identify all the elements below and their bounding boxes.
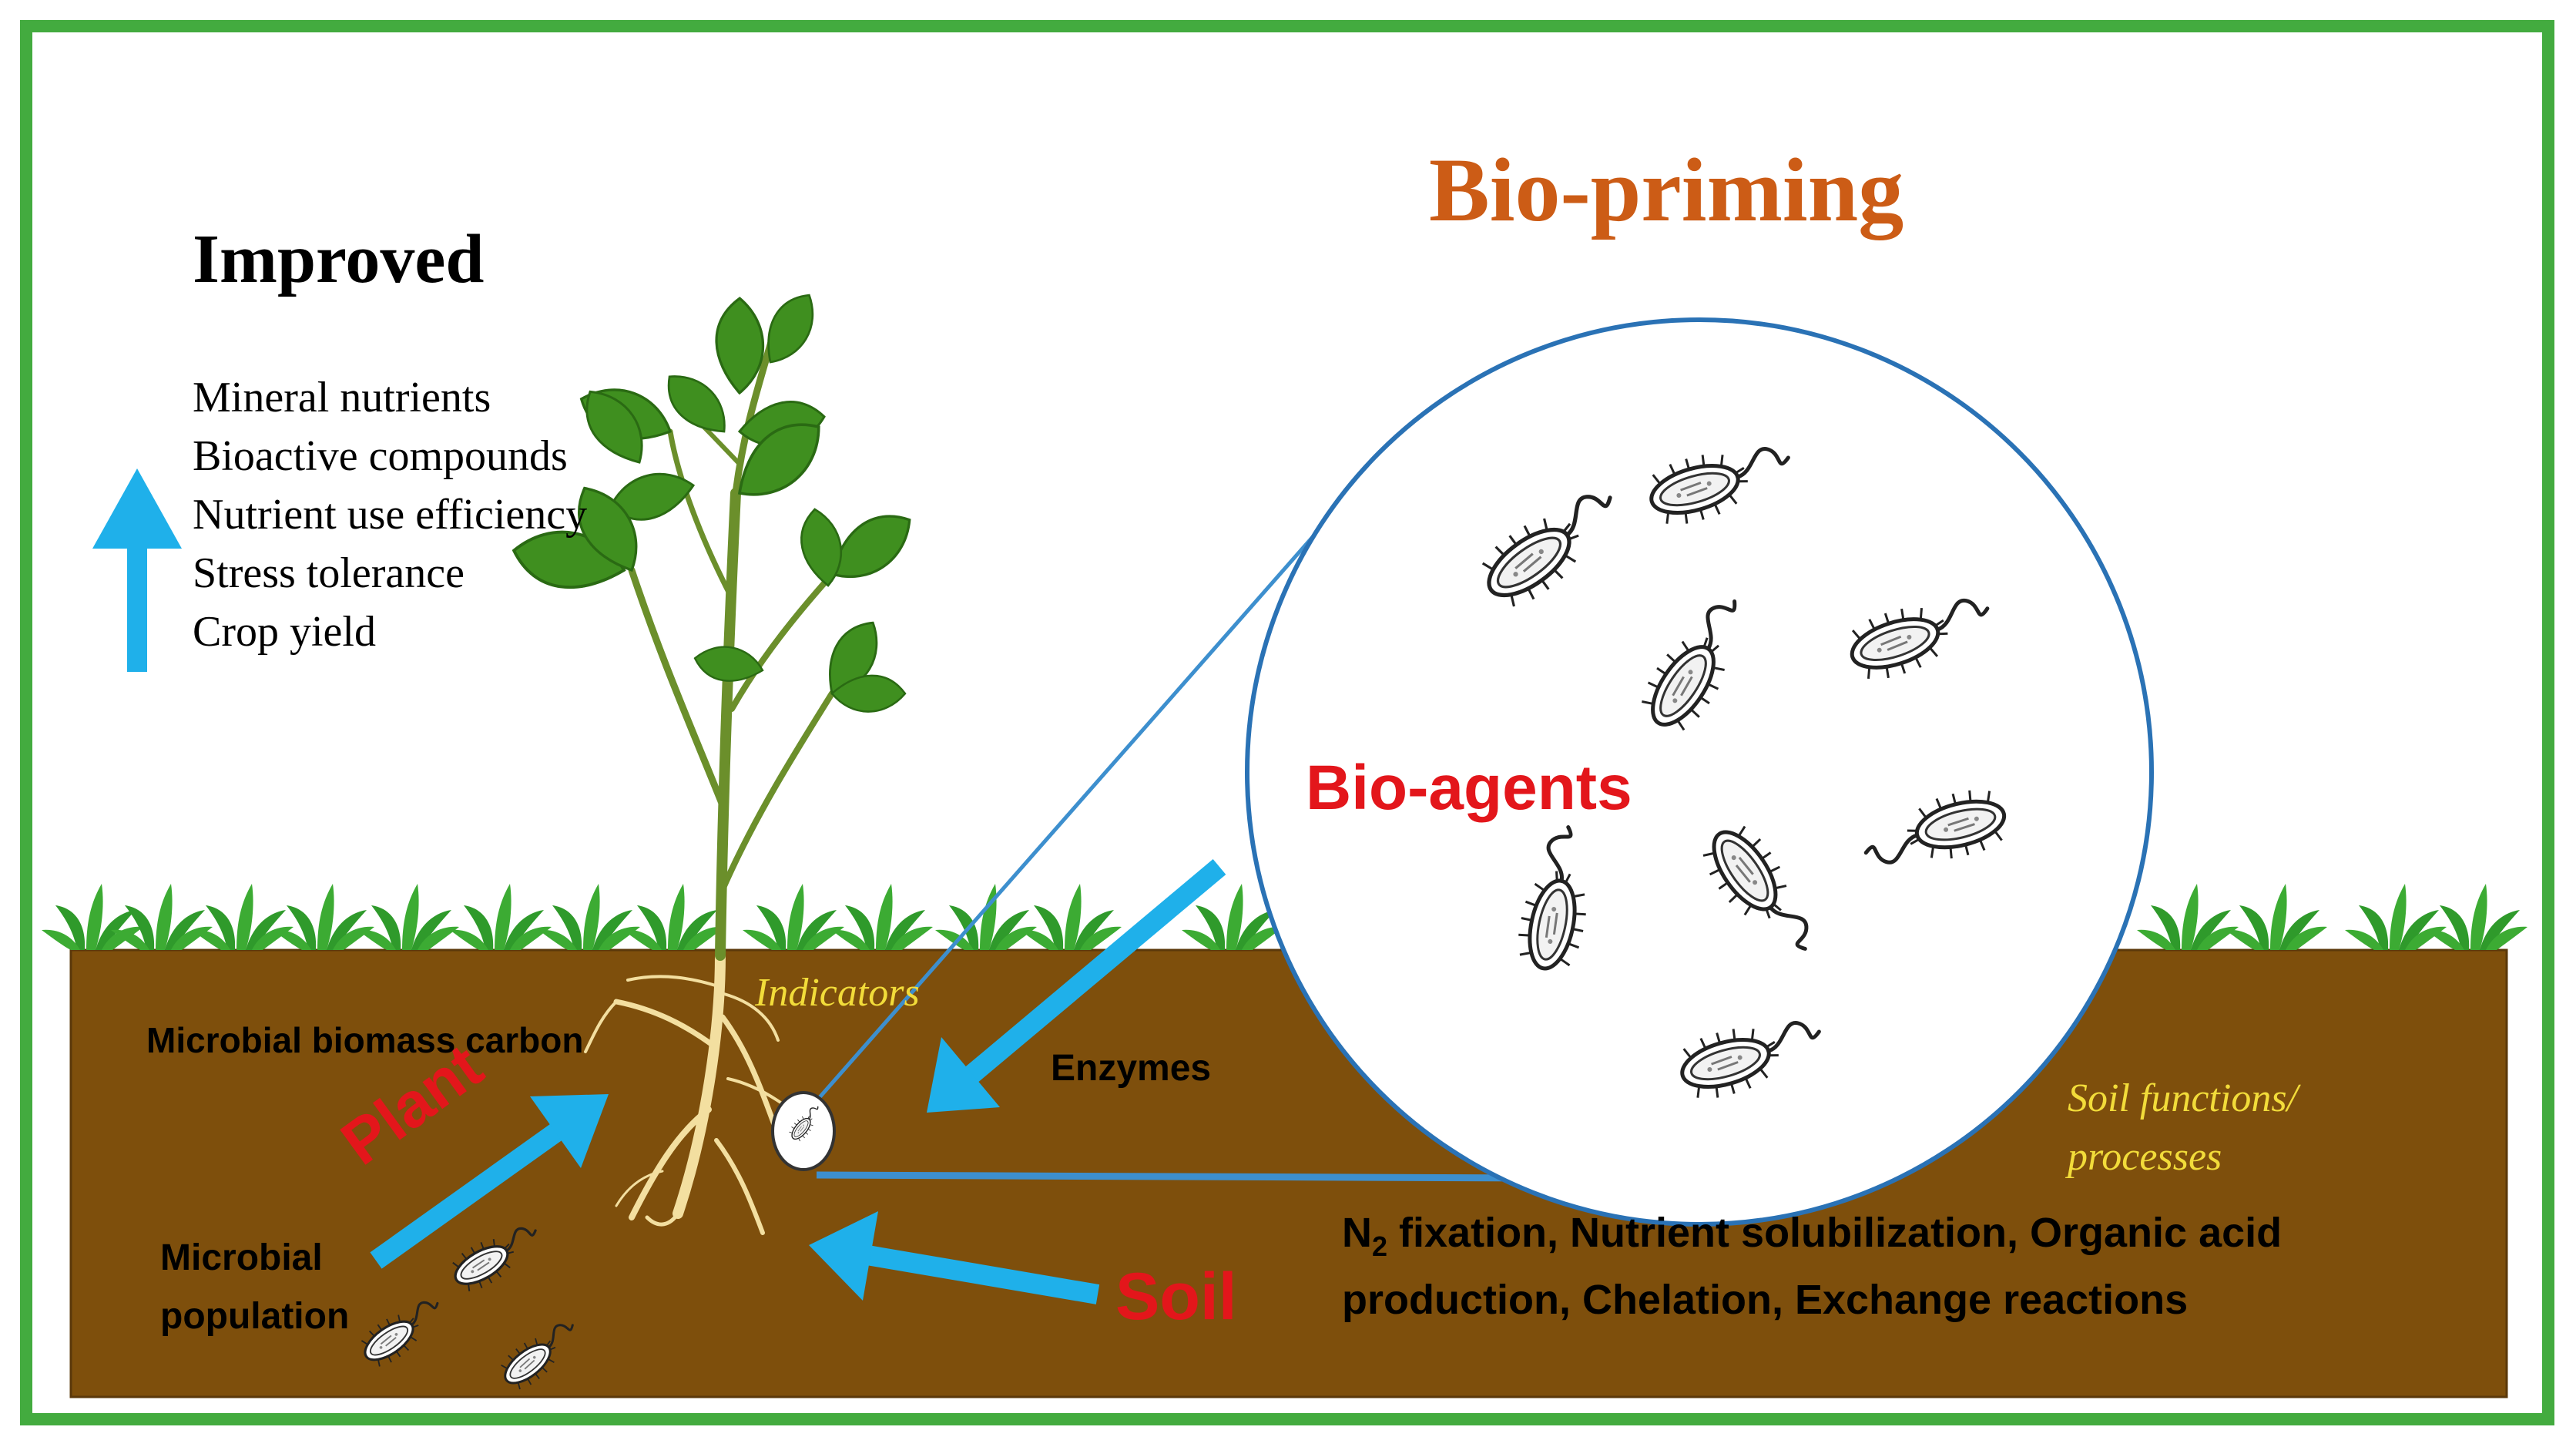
bio-agents-label: Bio-agents xyxy=(1306,753,1632,823)
improved-item: Nutrient use efficiency xyxy=(193,491,588,539)
soil-label: Soil xyxy=(1115,1260,1237,1334)
diagram-title: Bio-priming xyxy=(1429,139,1904,240)
microbial-population-label: Microbial population xyxy=(160,1229,349,1346)
improved-item: Bioactive compounds xyxy=(193,432,568,480)
arrow-from-soil xyxy=(809,1211,1100,1304)
up-arrow-icon xyxy=(92,468,182,672)
improved-heading: Improved xyxy=(193,221,485,297)
improved-item: Crop yield xyxy=(193,608,376,656)
processes-line-1: N2 fixation, Nutrient solubilization, Or… xyxy=(1342,1212,2282,1261)
improved-item: Stress tolerance xyxy=(193,549,465,597)
improved-item: Mineral nutrients xyxy=(193,374,491,421)
magnifier-circle-icon xyxy=(1245,317,2154,1227)
root-microbe-icon xyxy=(771,1091,836,1171)
microbial-population-line: population xyxy=(160,1296,350,1337)
arrow-from-plant xyxy=(370,1094,609,1269)
soil-functions-line: Soil functions/ xyxy=(2068,1076,2298,1120)
enzymes-label: Enzymes xyxy=(1051,1048,1212,1089)
indicators-label: Indicators xyxy=(755,971,920,1015)
processes-line-2: production, Chelation, Exchange reaction… xyxy=(1342,1277,2189,1323)
soil-functions-line: processes xyxy=(2068,1135,2222,1179)
improved-list: Mineral nutrients Bioactive compounds Nu… xyxy=(193,368,587,661)
microbial-biomass-carbon-label: Microbial biomass carbon xyxy=(146,1020,584,1060)
arrow-from-bioagents xyxy=(927,859,1226,1113)
n2-subscript: 2 xyxy=(1372,1230,1388,1262)
n2-symbol: N xyxy=(1342,1210,1372,1256)
soil-functions-label: Soil functions/ processes xyxy=(2068,1069,2298,1187)
microbial-population-line: Microbial xyxy=(160,1237,323,1278)
outer-frame xyxy=(20,20,2554,1425)
processes-text: fixation, Nutrient solubilization, Organ… xyxy=(1387,1210,2283,1256)
plant-icon xyxy=(506,287,922,1235)
